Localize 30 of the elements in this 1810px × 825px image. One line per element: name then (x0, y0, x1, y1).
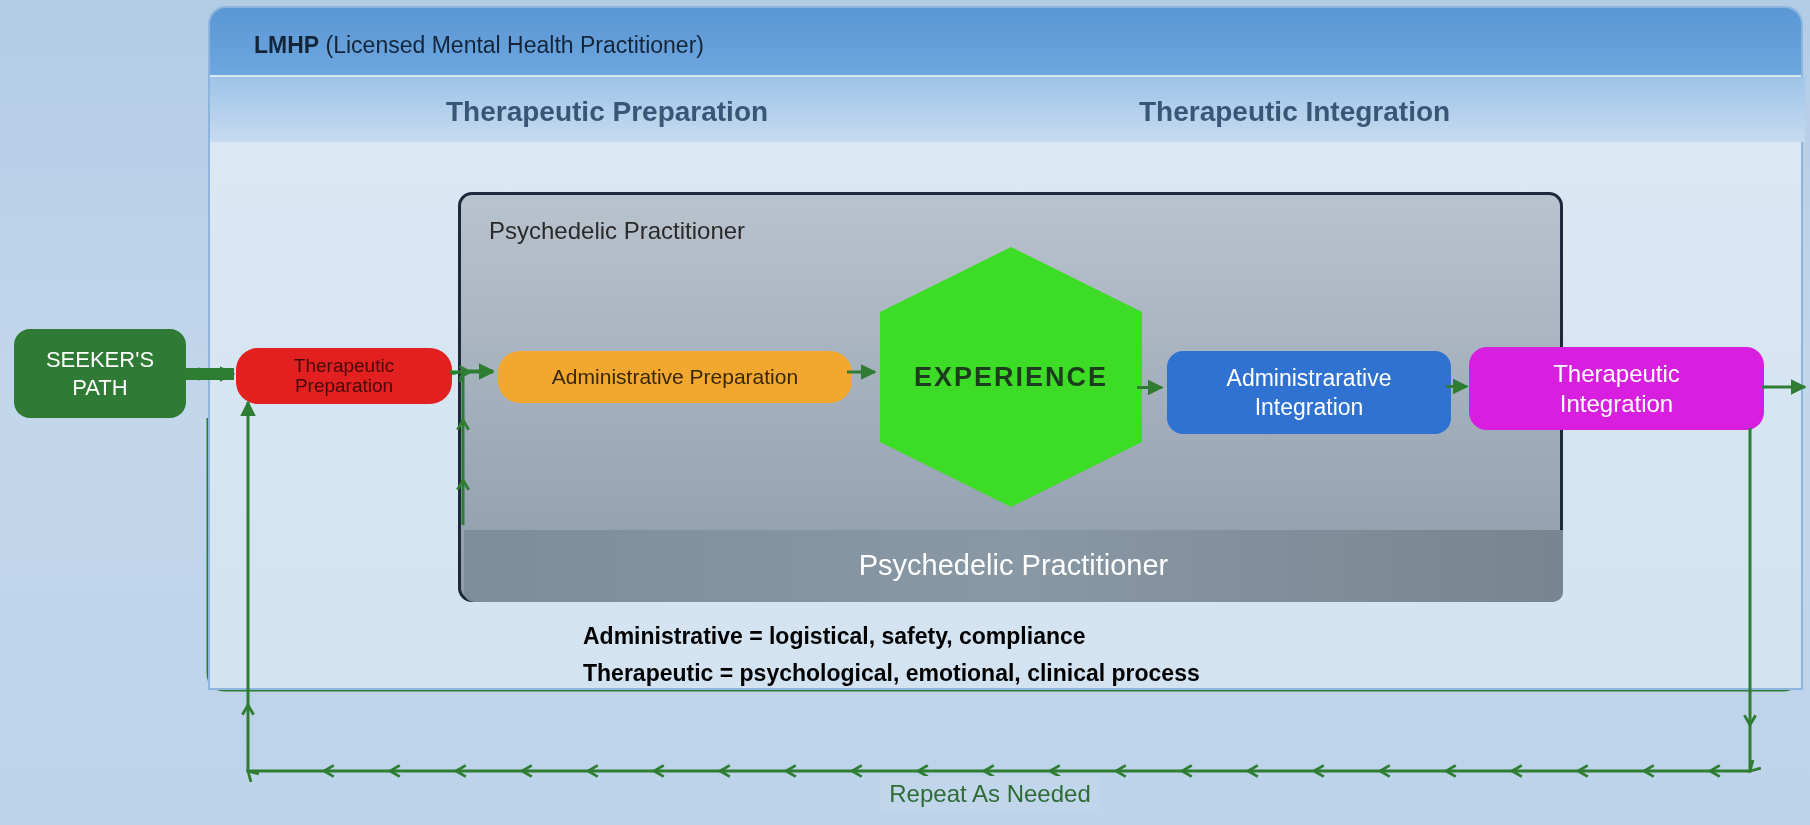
note-text: Therapeutic = psychological, emotional, clinical process (583, 659, 1200, 688)
arrow (1137, 380, 1164, 396)
note-text: Administrative = logistical, safety, compliance (583, 622, 1086, 651)
section-band (210, 77, 1805, 142)
footer-band (464, 530, 1563, 602)
process-box (1167, 351, 1451, 434)
node-label: Therapeutic Preparation (292, 356, 396, 396)
node-label: Psychedelic Practitioner (858, 548, 1169, 584)
arrow (847, 364, 877, 380)
panel-title: Psychedelic Practitioner (489, 216, 746, 246)
arrow (450, 365, 495, 380)
process-box (236, 348, 452, 404)
node-label: Therapeutic Integration (1552, 358, 1681, 419)
process-box (498, 351, 852, 403)
node-label: Administrative Preparation (551, 364, 799, 391)
arrow (452, 363, 495, 525)
band-heading: Therapeutic Preparation (446, 95, 769, 129)
outer-panel (208, 6, 1803, 690)
process-box (1469, 347, 1764, 430)
node-label: SEEKER'S PATH (44, 346, 156, 401)
arrow (186, 366, 236, 382)
arrow (1446, 379, 1469, 395)
band-heading: Therapeutic Integration (1139, 95, 1451, 129)
arrow (1762, 379, 1807, 395)
node-label: Administrarative Integration (1225, 363, 1393, 422)
arrow (240, 400, 1761, 783)
panel-title: LMHP (Licensed Mental Health Practitioner) (254, 31, 704, 60)
start-box (14, 329, 186, 418)
edge-label: Repeat As Needed (880, 776, 1100, 812)
node-label: EXPERIENCE (913, 360, 1109, 394)
